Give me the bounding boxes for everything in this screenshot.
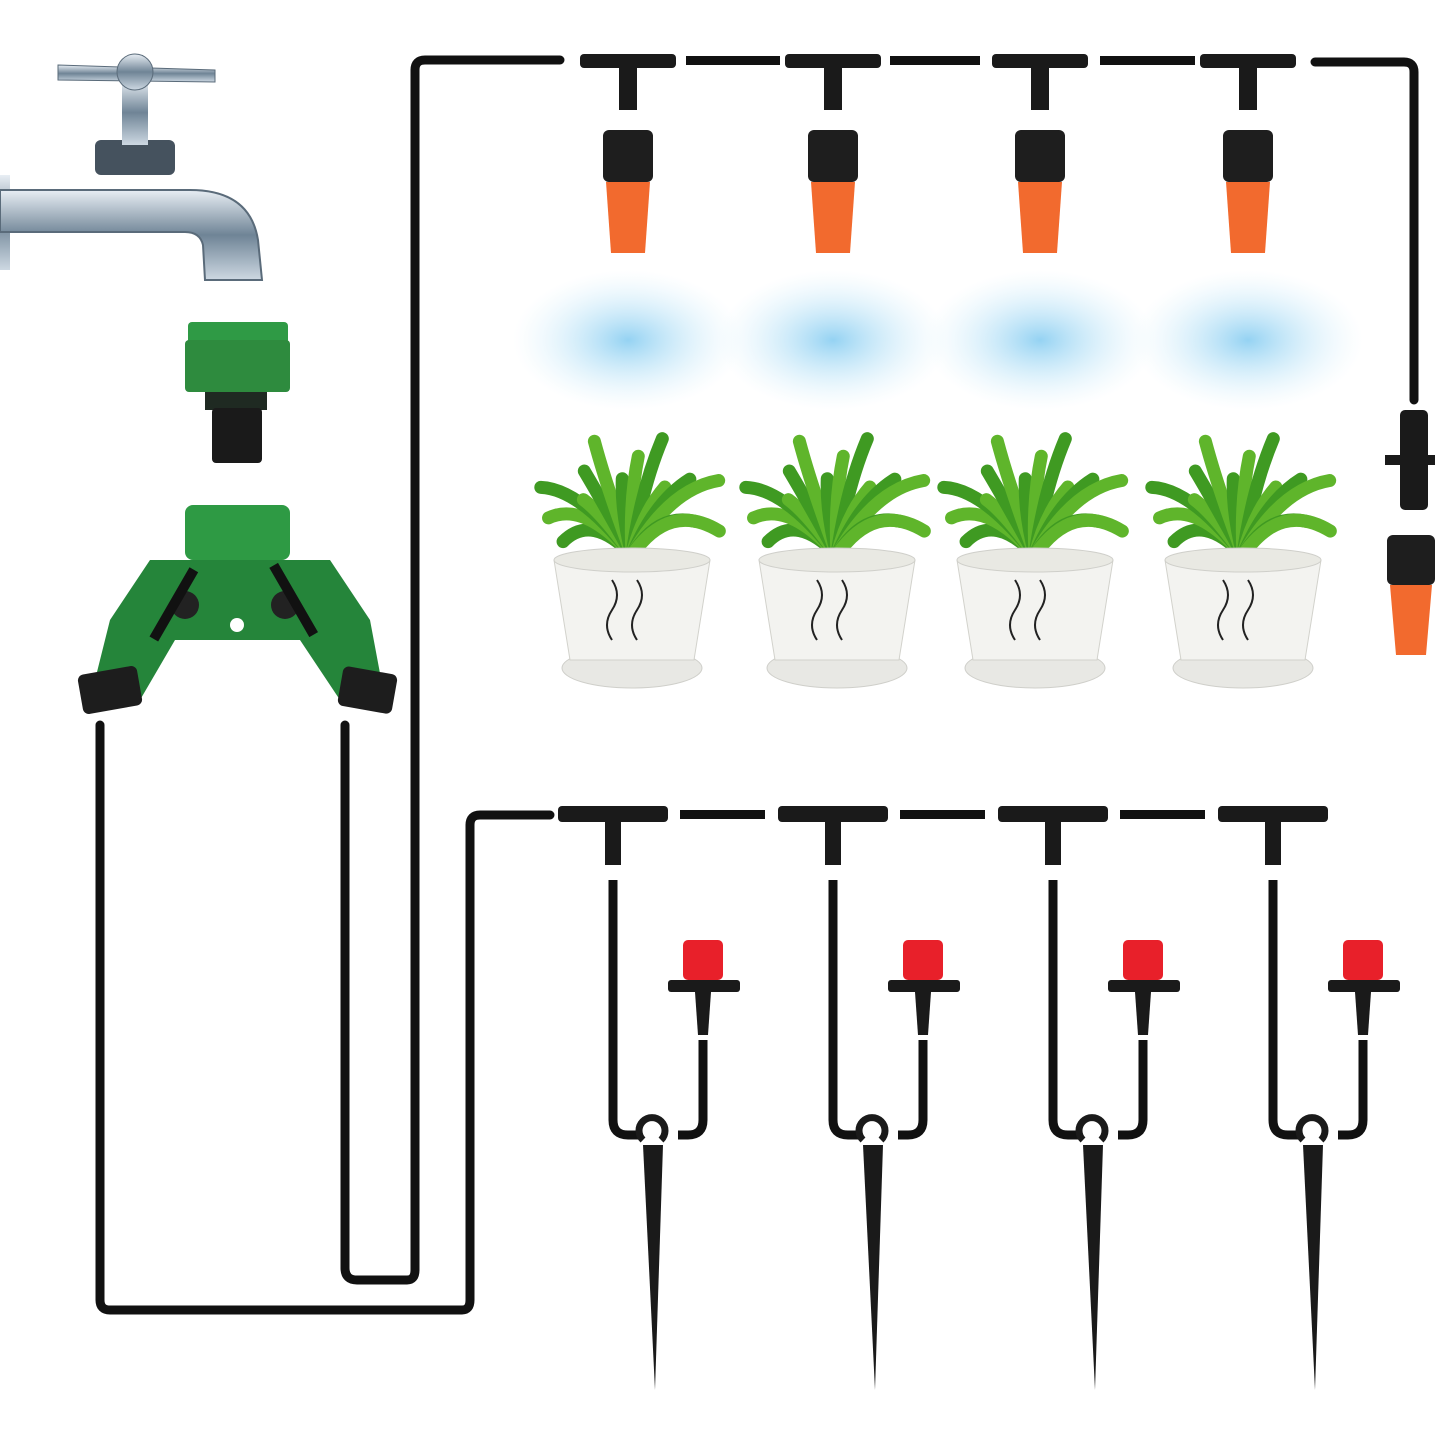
mist-nozzle-icon [808, 130, 858, 253]
leaf [830, 513, 931, 562]
pot-pattern [836, 579, 848, 641]
feeder-tube [828, 880, 858, 1140]
pot [758, 559, 916, 661]
mister-assembly [718, 54, 948, 410]
pot-pattern [1009, 579, 1021, 641]
pot [956, 559, 1114, 661]
tee-stem [824, 60, 842, 110]
feeder-tube [1048, 880, 1078, 1140]
dripper-assembly [1218, 806, 1400, 1390]
faucet-icon [0, 53, 264, 281]
tee-stem [605, 815, 621, 865]
leaf [625, 513, 726, 562]
ground-stake-icon [855, 1114, 889, 1390]
mist-spray [1133, 270, 1363, 410]
potted-plant-icon [739, 432, 931, 689]
tee-connector-icon [778, 806, 888, 822]
pot-rim [553, 547, 711, 573]
tube-segment [686, 56, 780, 65]
ground-stake-icon [635, 1114, 669, 1390]
tee-stem [1239, 60, 1257, 110]
mist-spray [718, 270, 948, 410]
dripper-icon [668, 940, 740, 1035]
feeder-tube [1268, 880, 1298, 1140]
mister-assembly [513, 54, 743, 410]
feeder-tube [898, 1040, 928, 1140]
pot-pattern [811, 579, 823, 641]
plant-row [534, 432, 1337, 689]
pot-pattern [1242, 579, 1254, 641]
hose-adapter-icon [185, 322, 290, 463]
tee-connector-icon [1218, 806, 1328, 822]
mist-nozzle-icon [1015, 130, 1065, 253]
tee-stem [1031, 60, 1049, 110]
feeder-tube [678, 1040, 708, 1140]
leaf [1028, 513, 1129, 562]
mist-spray [925, 270, 1155, 410]
tube-segment [890, 56, 980, 65]
dripper-assembly [778, 806, 960, 1390]
y-splitter-valve-icon [77, 505, 398, 714]
pot-rim [1164, 547, 1322, 573]
dripper-assembly [558, 806, 740, 1390]
tee-connector-icon [998, 806, 1108, 822]
potted-plant-icon [937, 432, 1129, 689]
dripper-icon [1108, 940, 1180, 1035]
end-plug-icon [1385, 410, 1435, 655]
tube-segment [1120, 810, 1205, 819]
pot-pattern [631, 579, 643, 641]
mister-line [513, 54, 1363, 410]
leaf [1236, 513, 1337, 562]
dripper-icon [888, 940, 960, 1035]
mist-nozzle-icon [1223, 130, 1273, 253]
mister-assembly [1133, 54, 1363, 410]
feeder-tube [1338, 1040, 1368, 1140]
pot-pattern [606, 579, 618, 641]
tee-stem [825, 815, 841, 865]
mist-nozzle-icon [603, 130, 653, 253]
ground-stake-icon [1075, 1114, 1109, 1390]
main-tubing [95, 55, 1419, 1315]
pot-pattern [1217, 579, 1229, 641]
feeder-tube [1118, 1040, 1148, 1140]
tee-stem [619, 60, 637, 110]
potted-plant-icon [534, 432, 726, 689]
tee-connector-icon [558, 806, 668, 822]
tee-stem [1265, 815, 1281, 865]
tube-segment [1100, 56, 1195, 65]
pot-rim [758, 547, 916, 573]
pot-pattern [1034, 579, 1046, 641]
potted-plant-icon [1145, 432, 1337, 689]
ground-stake-icon [1295, 1114, 1329, 1390]
pot [553, 559, 711, 661]
pot [1164, 559, 1322, 661]
tee-stem [1045, 815, 1061, 865]
feeder-tube [608, 880, 638, 1140]
tube-segment [900, 810, 985, 819]
tube-segment [680, 810, 765, 819]
pot-rim [956, 547, 1114, 573]
mist-spray [513, 270, 743, 410]
dripper-assembly [998, 806, 1180, 1390]
dripper-icon [1328, 940, 1400, 1035]
mister-assembly [925, 54, 1155, 410]
dripper-line [558, 806, 1400, 1390]
